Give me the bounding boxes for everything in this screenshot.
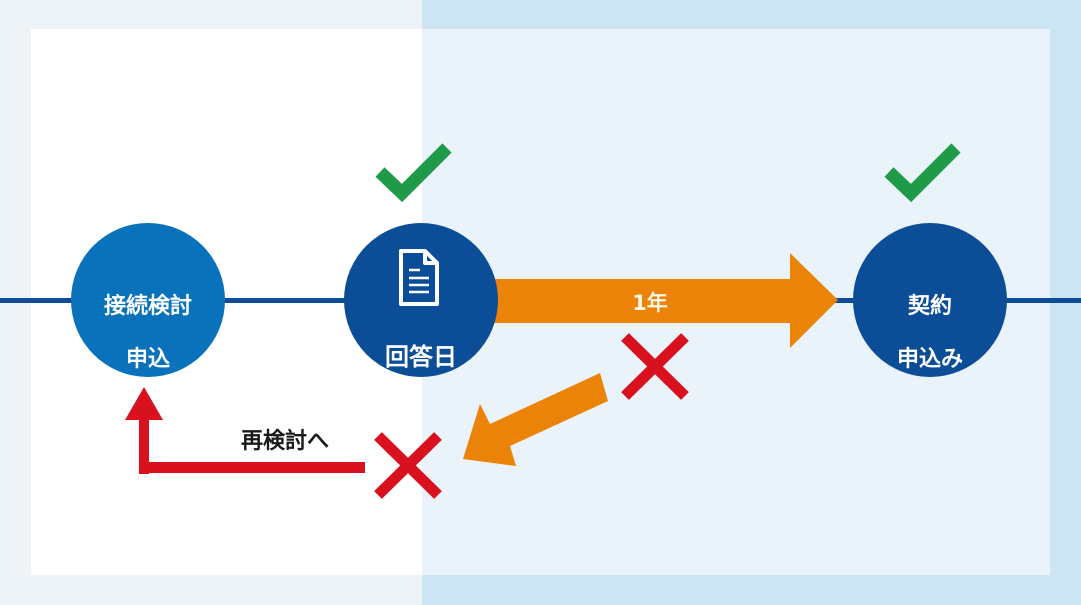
return-arrow-label: 再検討へ — [240, 429, 329, 454]
node-application-label-line1: 接続検討 — [103, 294, 192, 320]
forward-arrow — [480, 253, 838, 348]
check-icon — [375, 143, 452, 203]
cross-icon — [621, 333, 689, 400]
return-arrow — [125, 387, 365, 474]
node-contract-circle — [853, 223, 1007, 377]
node-contract-label: 契約 申込み — [853, 268, 1007, 400]
node-contract-label-line1: 契約 — [907, 294, 952, 320]
cross-icon — [374, 432, 442, 499]
forward-arrow-label: 1年 — [632, 291, 668, 315]
check-icon — [884, 143, 961, 203]
document-icon — [399, 249, 439, 306]
node-answer-date-label: 回答日 — [344, 314, 498, 400]
node-application-circle — [71, 223, 225, 377]
node-application-label: 接続検討 申込 — [71, 268, 225, 400]
diagonal-orange-arrow — [463, 373, 608, 466]
node-answer-date-label-line1: 回答日 — [385, 342, 457, 371]
node-application-label-line2: 申込 — [125, 347, 170, 373]
node-contract-label-line2: 申込み — [896, 347, 963, 373]
